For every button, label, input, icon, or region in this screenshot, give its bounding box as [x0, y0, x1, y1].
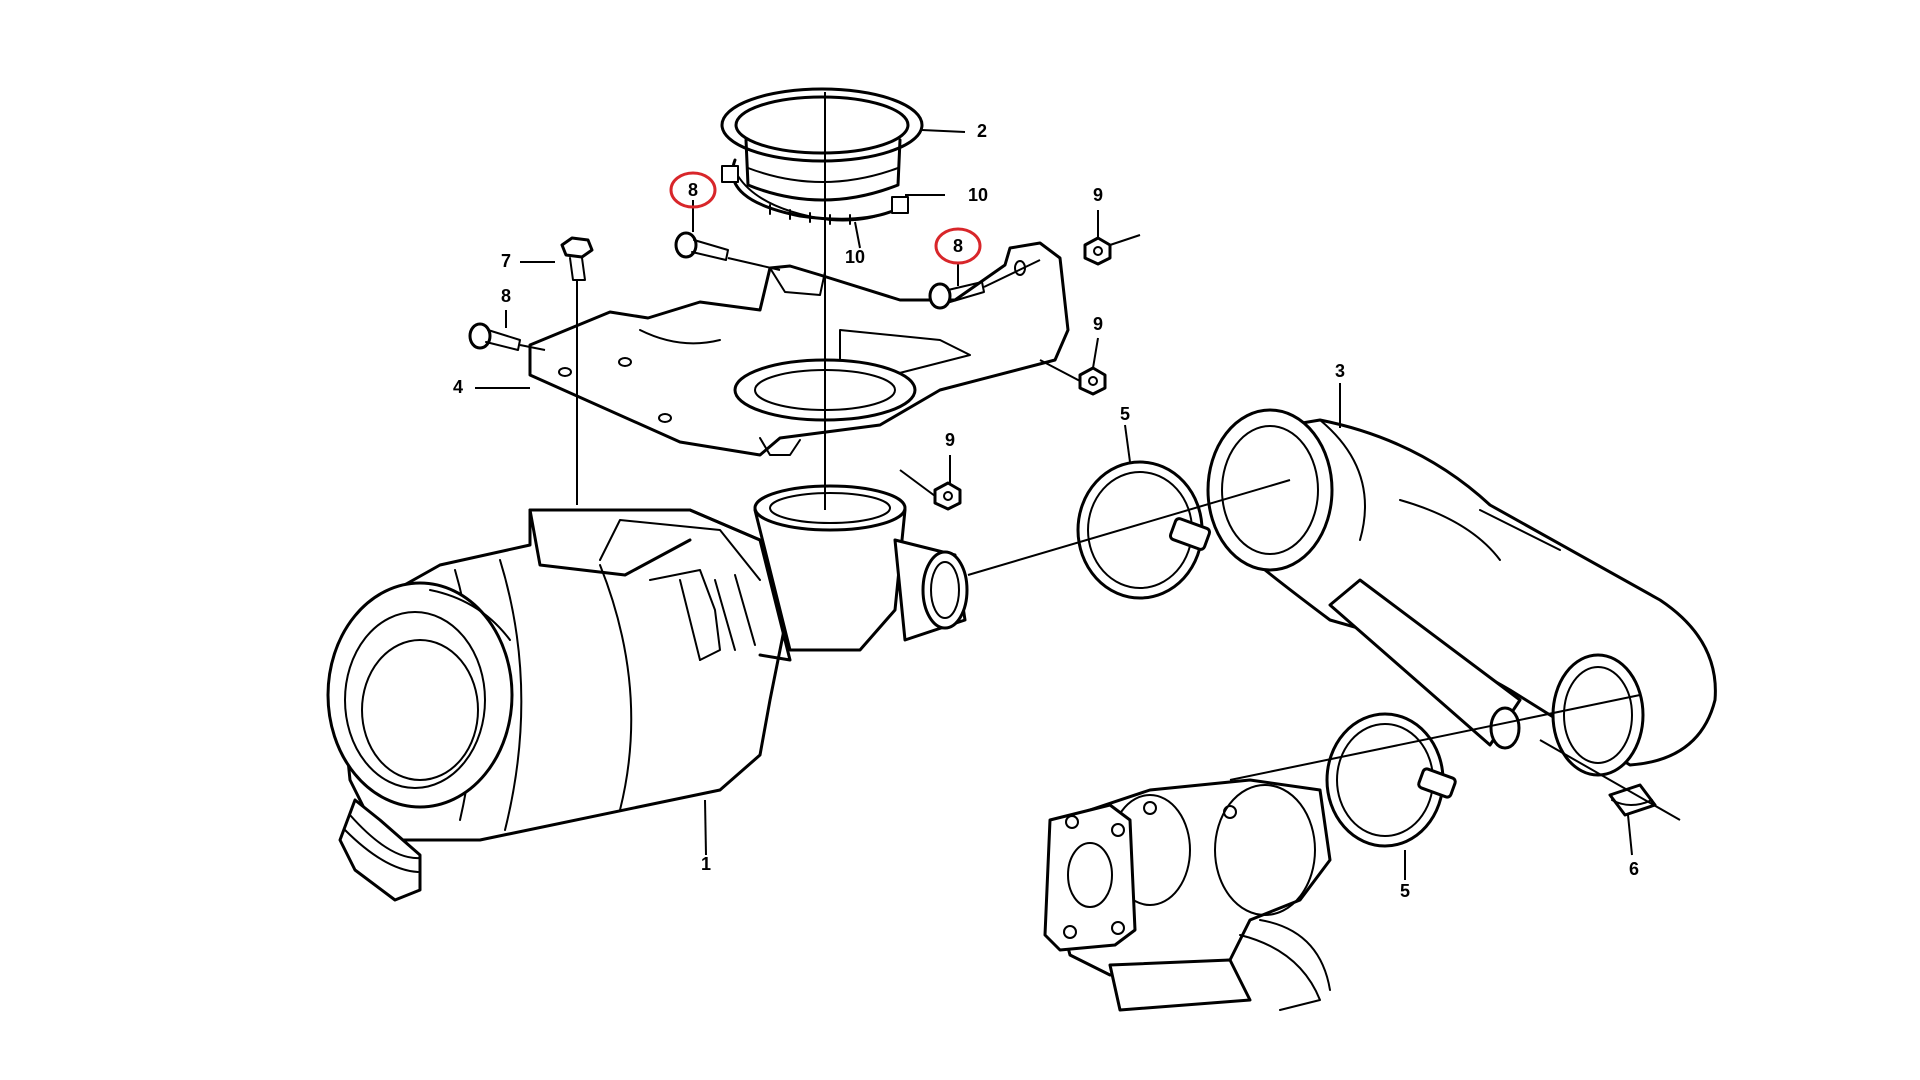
assembly-lines — [519, 92, 1681, 821]
part-5-hose-clamp-lower — [1325, 712, 1457, 848]
callout-5-lower: 5 — [1400, 881, 1410, 901]
highlight-circles — [669, 171, 982, 265]
callout-9-middle: 9 — [1093, 314, 1103, 334]
callout-labels: 1 2 3 4 5 5 6 7 8 8 8 9 9 9 10 10 — [453, 121, 1639, 901]
part-7-bolt — [560, 236, 594, 281]
part-9-nut-lower — [933, 481, 962, 511]
callout-2: 2 — [977, 121, 987, 141]
callout-7: 7 — [501, 251, 511, 271]
part-5-hose-clamp-upper — [1076, 460, 1212, 600]
part-10-band-clamp — [721, 158, 909, 225]
highlight-circle-8-middle — [669, 171, 717, 209]
part-2-flange-ring — [720, 87, 924, 202]
callout-8-middle: 8 — [688, 180, 698, 200]
callout-9-lower: 9 — [945, 430, 955, 450]
callout-10-right: 10 — [968, 185, 988, 205]
part-4-bracket — [528, 241, 1070, 457]
part-8-bolt-right — [928, 281, 985, 310]
part-9-nut-middle — [1078, 366, 1107, 396]
part-6-clip — [1608, 783, 1657, 817]
highlight-circle-8-right — [934, 227, 982, 265]
callout-8-right: 8 — [953, 236, 963, 256]
callout-3: 3 — [1335, 361, 1345, 381]
callout-6: 6 — [1629, 859, 1639, 879]
callout-8-left: 8 — [501, 286, 511, 306]
turbocharger — [1043, 778, 1332, 1012]
leader-lines — [475, 129, 1633, 880]
callout-1: 1 — [701, 854, 711, 874]
part-1-air-filter — [326, 484, 969, 902]
part-8-bolt-left — [468, 322, 521, 351]
callout-5-upper: 5 — [1120, 404, 1130, 424]
callout-4: 4 — [453, 377, 463, 397]
part-9-nut-top — [1083, 236, 1112, 266]
part-8-bolt-middle — [674, 231, 729, 261]
callout-10-lower: 10 — [845, 247, 865, 267]
callout-9-top: 9 — [1093, 185, 1103, 205]
part-3-intake-hose — [1206, 408, 1717, 777]
